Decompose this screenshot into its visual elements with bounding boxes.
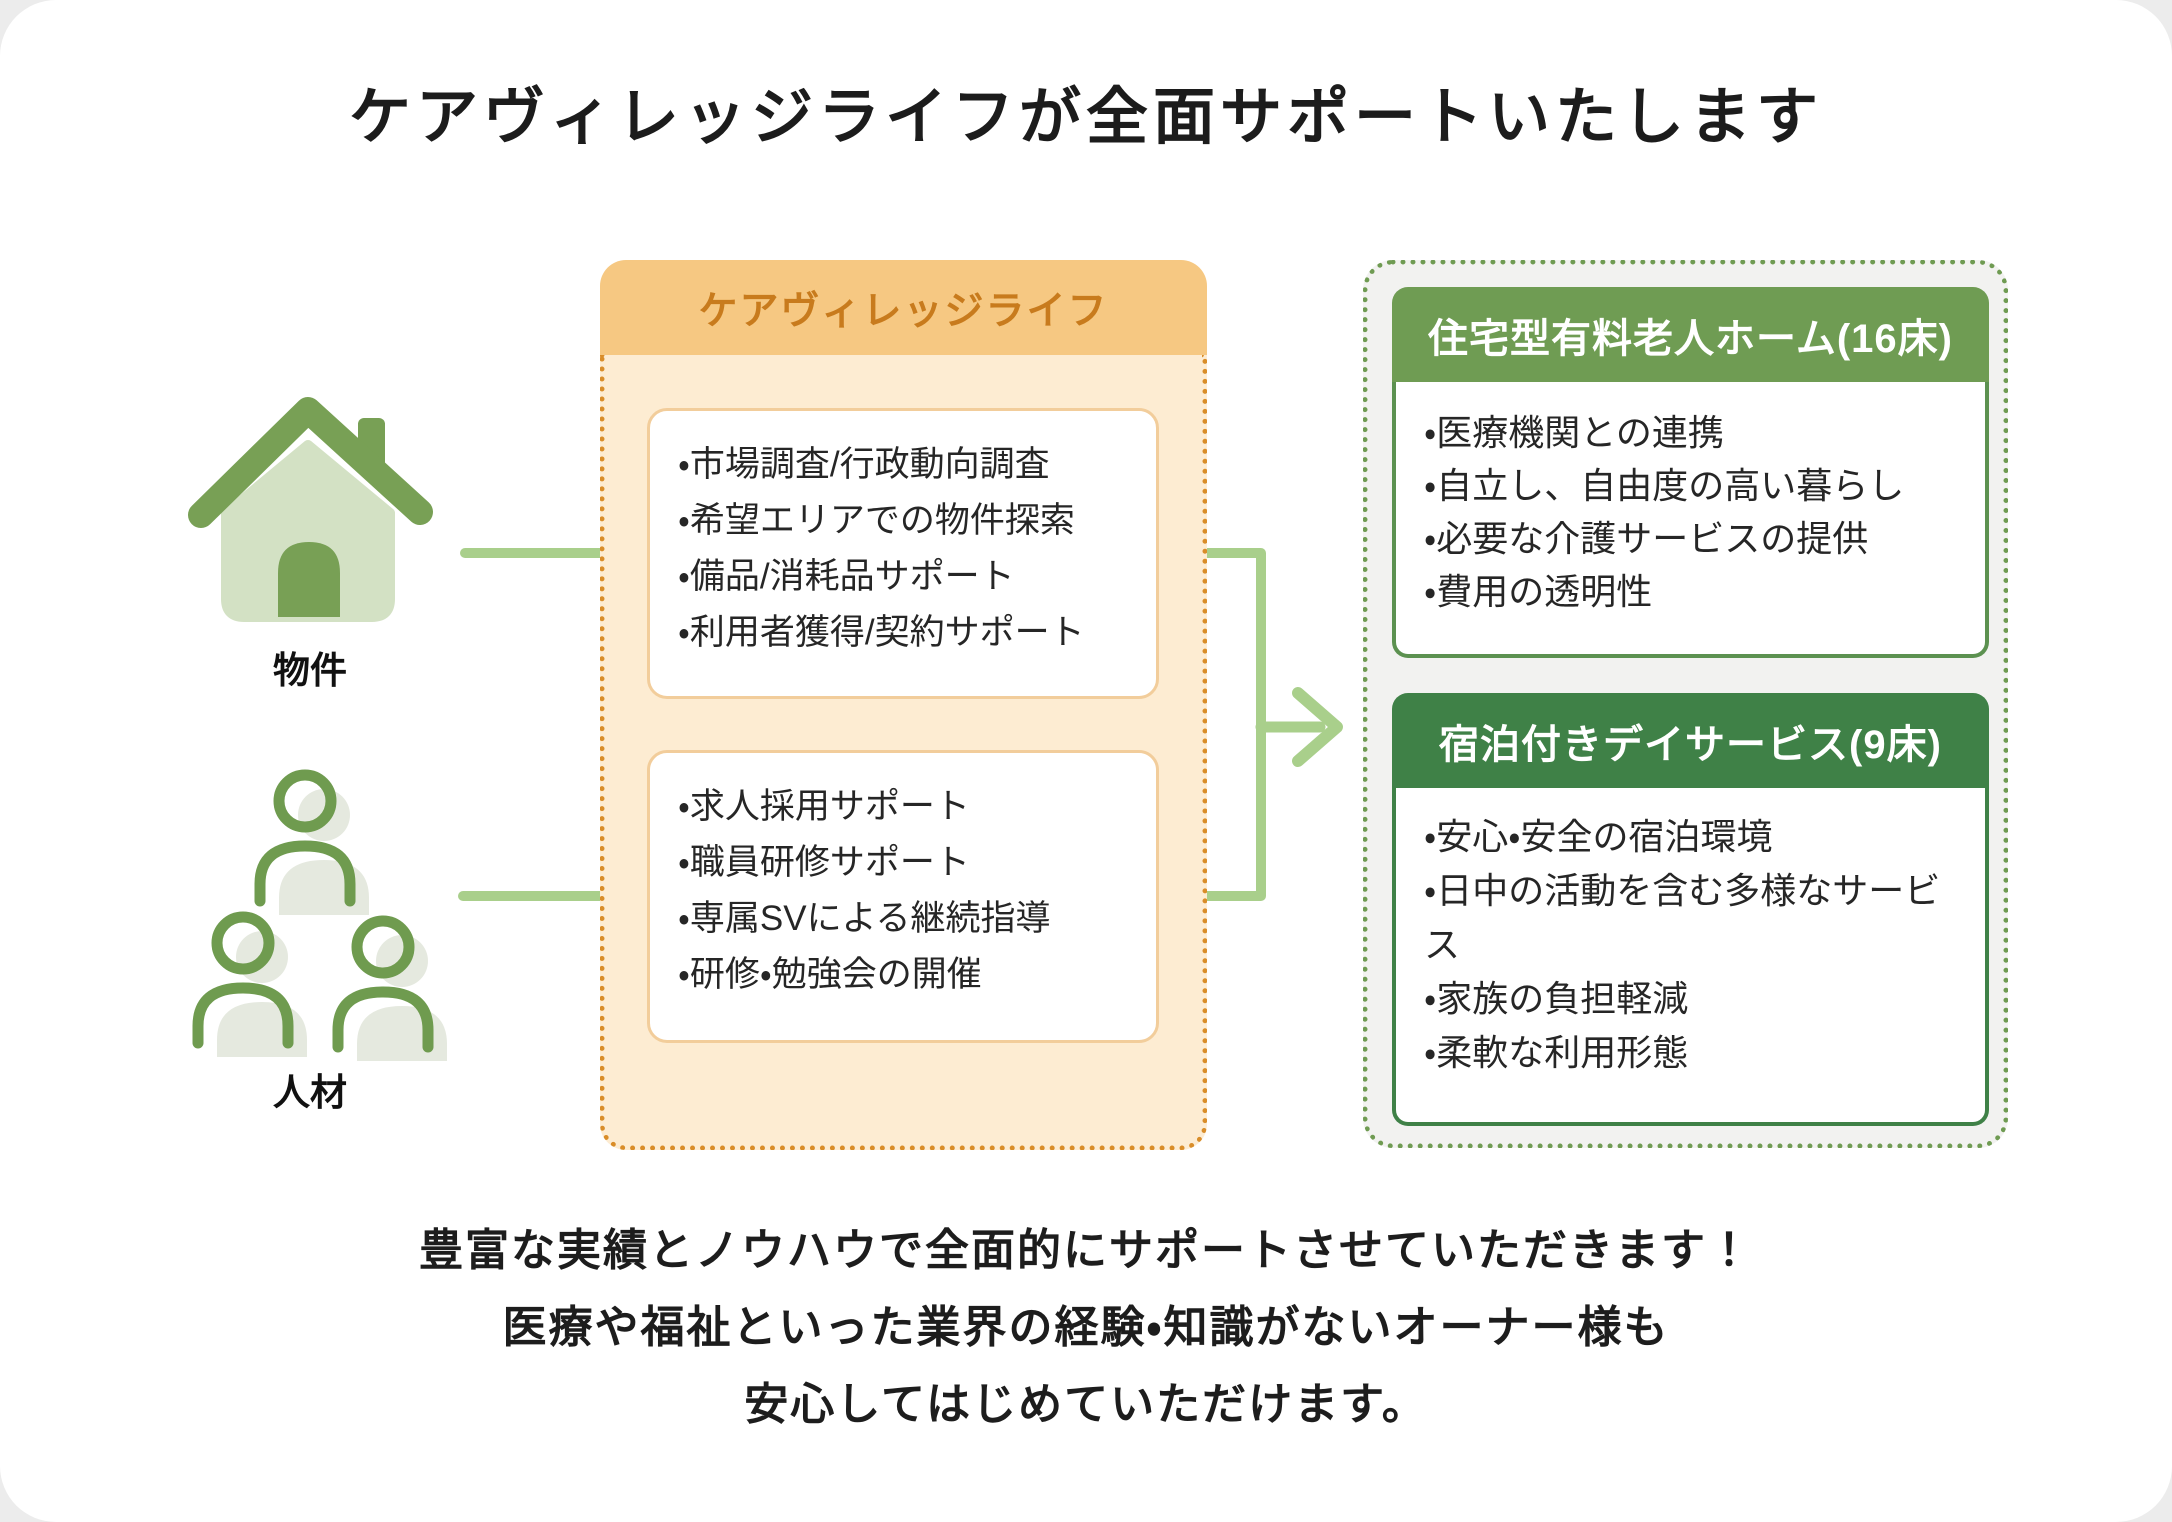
facilities-panel: 住宅型有料老人ホーム(16床) ・医療機関との連携 ・自立し、自由度の高い暮らし…	[1363, 260, 2008, 1148]
facility-item: ・費用の透明性	[1424, 571, 1653, 612]
facility-item: ・自立し、自由度の高い暮らし	[1424, 465, 1905, 506]
footer-note: 豊富な実績とノウハウで全面的にサポートさせていただきます！ 医療や福祉といった業…	[0, 1212, 2172, 1443]
support-item: ・備品/消耗品サポート	[678, 557, 1015, 596]
care-village-panel: ケアヴィレッジライフ ・市場調査/行政動向調査 ・希望エリアでの物件探索 ・備品…	[600, 260, 1207, 1150]
support-item: ・求人採用サポート	[678, 787, 970, 826]
support-item: ・職員研修サポート	[678, 843, 970, 882]
facility-header: 宿泊付きデイサービス(9床)	[1392, 693, 1989, 788]
footer-line: 医療や福祉といった業界の経験・知識がないオーナー様も	[502, 1303, 1670, 1352]
facility-body: ・安心・安全の宿泊環境 ・日中の活動を含む多様なサービス ・家族の負担軽減 ・柔…	[1392, 788, 1989, 1126]
facility-item: ・安心・安全の宿泊環境	[1424, 816, 1773, 857]
facility-card-home: 住宅型有料老人ホーム(16床) ・医療機関との連携 ・自立し、自由度の高い暮らし…	[1392, 287, 1989, 658]
facility-item: ・柔軟な利用形態	[1424, 1032, 1689, 1073]
support-item: ・専属SVによる継続指導	[678, 899, 1051, 938]
support-box-personnel: ・求人採用サポート ・職員研修サポート ・専属SVによる継続指導 ・研修・勉強会…	[647, 750, 1159, 1043]
support-item: ・希望エリアでの物件探索	[678, 501, 1075, 540]
facility-header: 住宅型有料老人ホーム(16床)	[1392, 287, 1989, 382]
support-box-property: ・市場調査/行政動向調査 ・希望エリアでの物件探索 ・備品/消耗品サポート ・利…	[647, 408, 1159, 699]
property-label: 物件	[273, 650, 347, 691]
facility-title: 宿泊付きデイサービス(9床)	[1439, 722, 1942, 767]
facility-item: ・家族の負担軽減	[1424, 978, 1689, 1019]
support-item: ・利用者獲得/契約サポート	[678, 613, 1085, 652]
footer-line: 豊富な実績とノウハウで全面的にサポートさせていただきます！	[419, 1226, 1753, 1275]
facility-item: ・必要な介護サービスの提供	[1424, 518, 1869, 559]
house-icon	[188, 397, 433, 622]
facility-item: ・医療機関との連携	[1424, 412, 1724, 453]
facility-body: ・医療機関との連携 ・自立し、自由度の高い暮らし ・必要な介護サービスの提供 ・…	[1392, 382, 1989, 658]
page-title: ケアヴィレッジライフが全面サポートいたします	[348, 83, 1823, 152]
facility-item: ・日中の活動を含む多様なサービス	[1424, 870, 1941, 965]
personnel-label: 人材	[273, 1072, 347, 1113]
facility-title: 住宅型有料老人ホーム(16床)	[1428, 316, 1953, 361]
facility-card-dayservice: 宿泊付きデイサービス(9床) ・安心・安全の宿泊環境 ・日中の活動を含む多様なサ…	[1392, 693, 1989, 1126]
people-icon	[192, 769, 447, 1061]
arrow-right-icon	[1255, 687, 1343, 767]
care-village-panel-header: ケアヴィレッジライフ	[600, 260, 1207, 355]
footer-line: 安心してはじめていただけます。	[744, 1380, 1428, 1429]
support-item: ・市場調査/行政動向調査	[678, 445, 1050, 484]
care-village-panel-title: ケアヴィレッジライフ	[698, 289, 1109, 333]
support-item: ・研修・勉強会の開催	[678, 955, 982, 994]
